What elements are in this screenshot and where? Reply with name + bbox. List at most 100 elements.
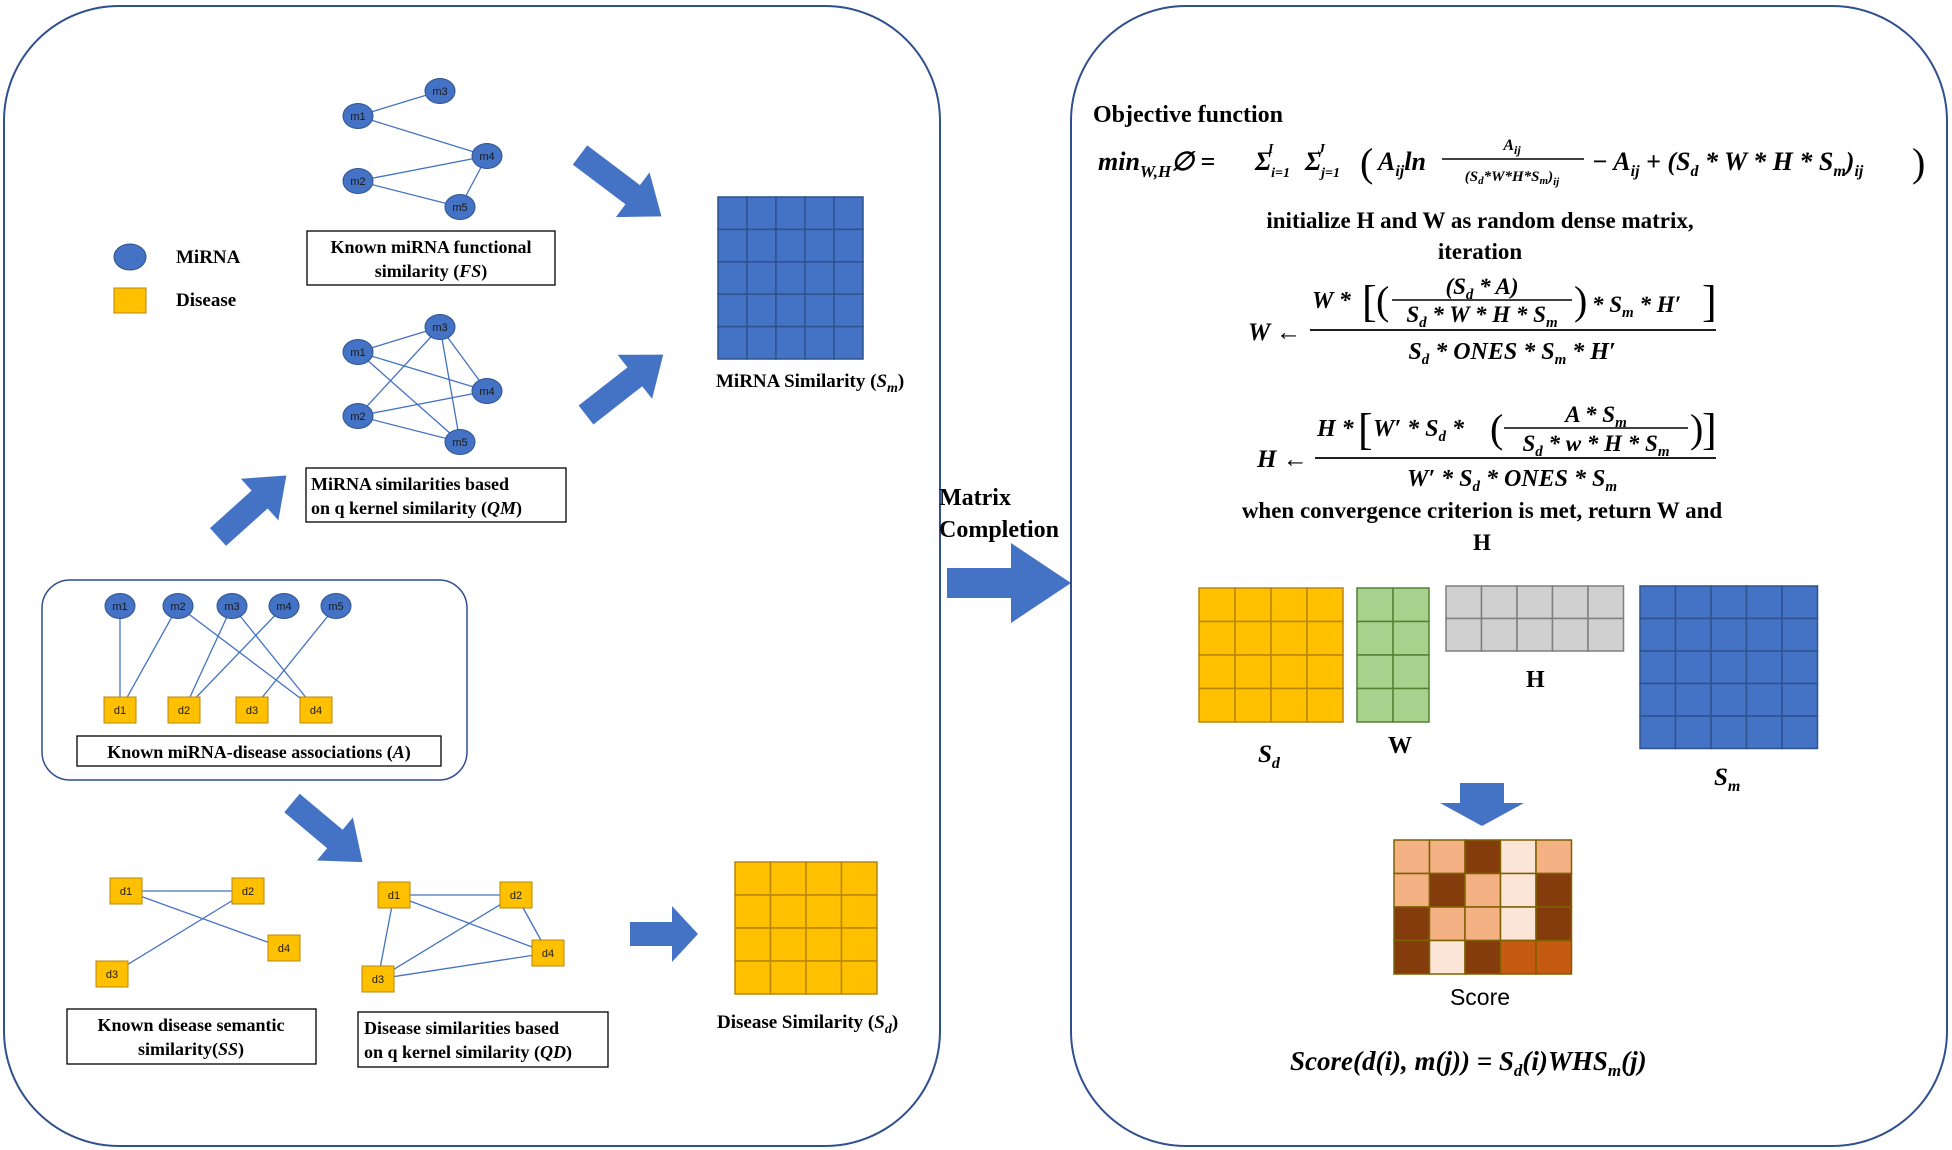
mirna-similarity-label: MiRNA Similarity (Sm) <box>716 371 904 396</box>
fs-box-line2: similarity (FS) <box>375 261 488 282</box>
svg-text:Σi=1I: Σi=1I <box>1254 142 1290 181</box>
legend: MiRNA Disease <box>113 243 241 314</box>
svg-text:H *: H * <box>1316 416 1355 442</box>
mirna-node-label: m5 <box>328 601 343 613</box>
matrix-cell <box>1428 939 1466 975</box>
matrix-cell <box>1464 839 1502 875</box>
matrix-cell <box>833 196 864 231</box>
matrix-cell <box>1464 939 1502 975</box>
matrix-cell <box>1674 585 1712 620</box>
matrix-cell <box>1198 687 1236 723</box>
matrix-cell <box>1480 585 1518 620</box>
mirna-node: m4 <box>268 593 300 619</box>
mirna-node: m2 <box>342 168 374 194</box>
matrix-cell <box>1639 715 1677 750</box>
matrix-cell <box>1234 654 1272 690</box>
left-panel <box>3 5 941 1147</box>
matrix-cell <box>1393 906 1431 942</box>
disease-node-label: d2 <box>242 886 254 898</box>
matrix-cell <box>775 196 806 231</box>
legend-disease-label: Disease <box>176 290 236 311</box>
disease-node-label: d1 <box>388 890 400 902</box>
svg-text:Σj=1J: Σj=1J <box>1304 142 1340 181</box>
disease-node: d2 <box>231 877 265 905</box>
matrix-cell <box>1393 939 1431 975</box>
matrix-cell <box>1356 654 1394 690</box>
mirna-node: m3 <box>424 314 456 340</box>
matrix-cell <box>1234 620 1272 656</box>
legend-mirna-label: MiRNA <box>176 247 241 268</box>
matrix-cell <box>1270 587 1308 623</box>
matrix-cell <box>1392 587 1430 623</box>
svg-text:minW,H∅ =: minW,H∅ = <box>1098 147 1215 181</box>
matrix-cell <box>804 196 835 231</box>
qd-box-line1: Disease similarities based <box>364 1018 559 1038</box>
svg-text:): ) <box>1912 140 1925 185</box>
mirna-network-qm <box>357 326 488 443</box>
svg-text:A * Sm: A * Sm <box>1563 402 1627 431</box>
matrix-cell <box>1674 682 1712 717</box>
matrix-cell <box>1306 687 1344 723</box>
matrix-cell <box>769 927 807 962</box>
matrix-cell <box>1428 906 1466 942</box>
objective-formula: minW,H∅ = Σi=1I Σj=1J ( Aijln Aij (Sd*W*… <box>1098 137 1925 188</box>
mirna-node-label: m4 <box>479 151 494 163</box>
matrix-cell <box>1516 585 1554 620</box>
matrix-cell <box>1710 585 1748 620</box>
score-label: Score <box>1450 984 1510 1010</box>
matrix-cell <box>769 894 807 929</box>
svg-text:Sd * W * H * Sm: Sd * W * H * Sm <box>1406 302 1557 331</box>
right-panel <box>1070 5 1948 1147</box>
matrix-cell <box>1587 617 1625 652</box>
sm-factor-matrix <box>1639 585 1819 750</box>
arrow-fs-to-sm <box>572 145 662 218</box>
matrix-cell <box>1639 682 1677 717</box>
mirna-node-label: m2 <box>350 411 365 423</box>
arrow-qm-to-sm <box>578 354 664 425</box>
svg-text:[: [ <box>1358 405 1373 454</box>
mirna-node: m1 <box>104 593 136 619</box>
matrix-cell <box>1781 617 1819 652</box>
matrix-cell <box>840 960 878 995</box>
matrix-cell <box>775 325 806 360</box>
matrix-cell <box>840 894 878 929</box>
disease-node: d4 <box>299 696 333 724</box>
legend-mirna-icon <box>113 243 147 271</box>
matrix-cell <box>717 228 748 263</box>
mirna-node-label: m4 <box>479 386 494 398</box>
svg-text:(: ( <box>1490 406 1503 451</box>
disease-network-ss <box>111 890 285 975</box>
arrow-matrix-completion <box>947 543 1071 623</box>
h-factor-label: H <box>1526 667 1545 693</box>
matrix-cell <box>1198 654 1236 690</box>
disease-similarity-matrix <box>734 861 878 995</box>
disease-node: d1 <box>377 881 411 909</box>
disease-node: d1 <box>103 696 137 724</box>
mirna-node-label: m2 <box>350 176 365 188</box>
matrix-cell <box>1356 687 1394 723</box>
matrix-cell <box>1499 939 1537 975</box>
association-edges <box>119 605 337 711</box>
qm-label-box: MiRNA similarities based on q kernel sim… <box>305 467 567 523</box>
assoc-label: Known miRNA-disease associations (A) <box>107 742 411 763</box>
matrix-cell <box>746 293 777 328</box>
svg-text:(: ( <box>1360 140 1373 185</box>
sd-factor-label: Sd <box>1258 741 1281 772</box>
mirna-node-label: m1 <box>350 347 365 359</box>
svg-text:W ←: W ← <box>1248 319 1301 346</box>
mirna-node: m1 <box>342 339 374 365</box>
matrix-cell <box>734 927 772 962</box>
disease-node: d4 <box>267 934 301 962</box>
matrix-cell <box>734 861 772 896</box>
svg-text:Aij: Aij <box>1502 137 1521 157</box>
svg-text:Sd * ONES * Sm * H′: Sd * ONES * Sm * H′ <box>1408 339 1615 368</box>
svg-text:* Sm * H′: * Sm * H′ <box>1592 292 1681 321</box>
matrix-cell <box>805 861 843 896</box>
matrix-cell <box>1781 650 1819 685</box>
matrix-cell <box>840 927 878 962</box>
ss-box-line2: similarity(SS) <box>138 1039 244 1060</box>
matrix-cell <box>734 960 772 995</box>
matrix-cell <box>1551 617 1589 652</box>
mirna-node: m3 <box>424 78 456 104</box>
w-update-formula: W ← W * [ ( (Sd * A) Sd * W * H * Sm ) *… <box>1248 274 1717 368</box>
